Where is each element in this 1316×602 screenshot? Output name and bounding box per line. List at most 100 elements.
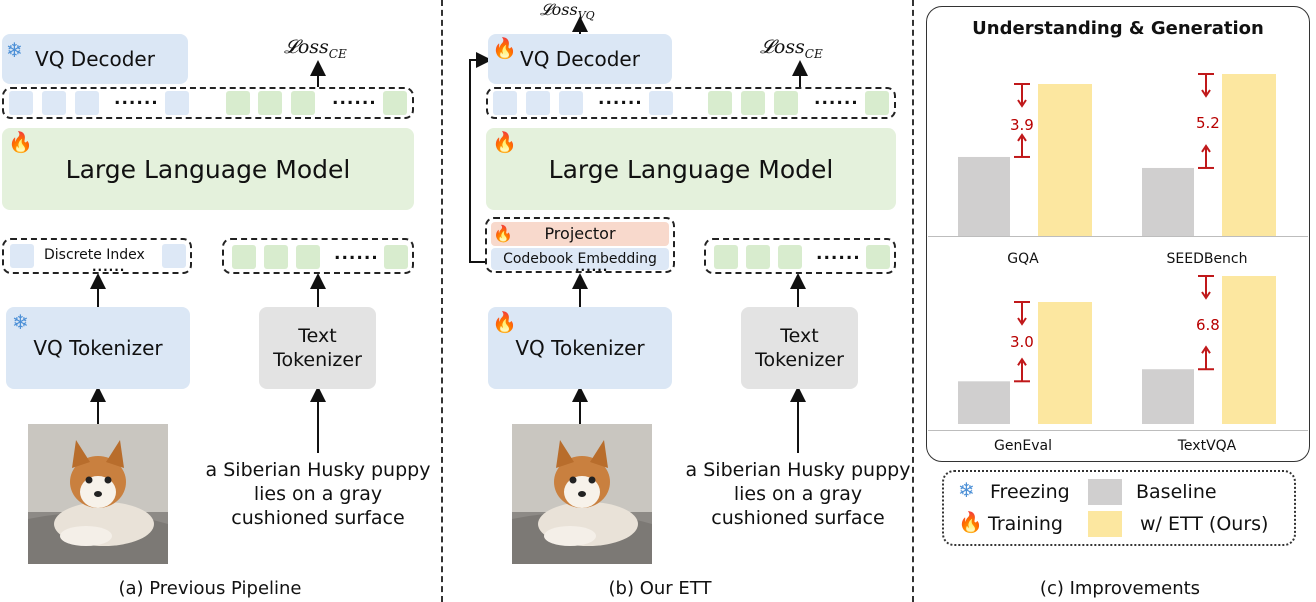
- legend-freezing: Freezing: [990, 481, 1070, 503]
- ellipsis: ......: [814, 89, 859, 109]
- text-token: [865, 91, 889, 115]
- loss-ce-label: 𝓛ossCE: [284, 36, 347, 61]
- text-token: [866, 245, 890, 269]
- bar-ours-gqa: [1038, 84, 1092, 236]
- vq-decoder-frozen: VQ Decoder: [2, 34, 188, 84]
- caption-a: (a) Previous Pipeline: [118, 578, 302, 599]
- text-token: [291, 91, 315, 115]
- husky-puppy-image: [512, 424, 652, 564]
- llm-label: Large Language Model: [65, 154, 351, 184]
- bar-baseline-gqa: [958, 156, 1010, 236]
- caption-sentence: a Siberian Husky puppy lies on a gray cu…: [680, 458, 916, 530]
- legend-ours-swatch: [1088, 511, 1122, 537]
- text-tokenizer-line2: Tokenizer: [273, 349, 362, 371]
- image-token: [75, 91, 99, 115]
- text-token: [383, 91, 407, 115]
- ellipsis: ......: [332, 89, 377, 109]
- discrete-index-row: Discrete Index ......: [2, 238, 192, 274]
- flame-icon: 🔥: [8, 130, 33, 154]
- ellipsis: ......: [334, 244, 379, 264]
- output-token-row: ...... ......: [486, 87, 896, 119]
- legend-training: Training: [988, 513, 1063, 535]
- chart-divider: [928, 430, 1308, 431]
- sentence-line2: lies on a gray: [253, 483, 383, 505]
- text-token: [258, 91, 282, 115]
- bar-baseline-textvqa: [1142, 369, 1194, 424]
- llm-box: Large Language Model: [2, 128, 414, 210]
- bar-ours-textvqa: [1222, 276, 1276, 424]
- projector-group: Projector 🔥 Codebook Embedding ......: [485, 217, 675, 273]
- image-token: [493, 91, 517, 115]
- snowflake-icon: ❄: [6, 38, 23, 62]
- sentence-line1: a Siberian Husky puppy: [685, 459, 911, 481]
- image-token: [165, 91, 189, 115]
- text-token: [741, 91, 765, 115]
- projector-box: Projector: [491, 222, 669, 246]
- vq-tokenizer-frozen: VQ Tokenizer: [6, 307, 190, 389]
- text-tokenizer-line1: Text: [780, 325, 819, 347]
- legend: [942, 470, 1296, 546]
- category-label-seedbench: SEEDBench: [1166, 251, 1248, 267]
- image-token: [10, 244, 34, 268]
- legend-ours: w/ ETT (Ours): [1140, 513, 1269, 535]
- category-label-textvqa: TextVQA: [1177, 438, 1237, 454]
- flame-icon: 🔥: [492, 310, 517, 334]
- delta-label-gqa: 3.9: [1010, 116, 1034, 134]
- husky-puppy-image: [28, 424, 168, 564]
- sentence-line1: a Siberian Husky puppy: [205, 459, 431, 481]
- chart-divider: [928, 236, 1308, 237]
- bar-baseline-geneval: [958, 381, 1010, 424]
- output-token-row: ...... ......: [2, 87, 414, 119]
- category-label-gqa: GQA: [1007, 251, 1039, 267]
- text-token: [774, 91, 798, 115]
- caption-b: (b) Our ETT: [608, 578, 712, 599]
- delta-bracket-textvqa: [1198, 275, 1214, 371]
- image-token: [649, 91, 673, 115]
- image-token: [9, 91, 33, 115]
- text-token: [232, 245, 256, 269]
- caption-c: (c) Improvements: [1039, 578, 1201, 599]
- sentence-line2: lies on a gray: [733, 483, 863, 505]
- vq-decoder-label: VQ Decoder: [520, 47, 640, 71]
- delta-label-geneval: 3.0: [1010, 333, 1034, 351]
- flame-icon: 🔥: [958, 510, 983, 534]
- bar-ours-seedbench: [1222, 74, 1276, 236]
- image-token: [526, 91, 550, 115]
- vq-tokenizer-label: VQ Tokenizer: [33, 336, 163, 360]
- text-token: [746, 245, 770, 269]
- codebook-label: Codebook Embedding: [503, 251, 657, 267]
- vq-tokenizer-trained: VQ Tokenizer: [488, 307, 672, 389]
- text-token: [226, 91, 250, 115]
- discrete-index-label: Discrete Index: [44, 247, 145, 263]
- codebook-box: Codebook Embedding: [491, 248, 669, 270]
- delta-label-textvqa: 6.8: [1196, 316, 1220, 334]
- ellipsis: ......: [114, 89, 159, 109]
- delta-bracket-geneval: [1014, 301, 1030, 383]
- flame-icon: 🔥: [493, 224, 513, 243]
- projector-label: Projector: [544, 224, 616, 243]
- ellipsis: ......: [816, 244, 861, 264]
- image-token: [162, 244, 186, 268]
- vq-decoder-label: VQ Decoder: [35, 47, 155, 71]
- llm-label: Large Language Model: [548, 154, 834, 184]
- legend-baseline-swatch: [1088, 479, 1122, 505]
- text-tokenizer: Text Tokenizer: [259, 307, 376, 389]
- image-token: [559, 91, 583, 115]
- text-tokenizer: Text Tokenizer: [741, 307, 858, 389]
- text-token-row: ......: [222, 238, 414, 274]
- text-token: [296, 245, 320, 269]
- snowflake-icon: ❄: [958, 478, 975, 502]
- delta-label-seedbench: 5.2: [1196, 114, 1220, 132]
- separator-left: [441, 0, 443, 602]
- text-token: [384, 245, 408, 269]
- vq-tokenizer-label: VQ Tokenizer: [515, 336, 645, 360]
- loss-vq-label: 𝓛ossVQ: [540, 0, 595, 23]
- text-token-row: ......: [704, 238, 896, 274]
- chart-panel: [926, 6, 1310, 462]
- image-token: [42, 91, 66, 115]
- chart-title: Understanding & Generation: [972, 18, 1264, 39]
- vq-decoder-trained: VQ Decoder: [488, 34, 672, 84]
- text-tokenizer-line2: Tokenizer: [755, 349, 844, 371]
- sentence-line3: cushioned surface: [231, 507, 405, 529]
